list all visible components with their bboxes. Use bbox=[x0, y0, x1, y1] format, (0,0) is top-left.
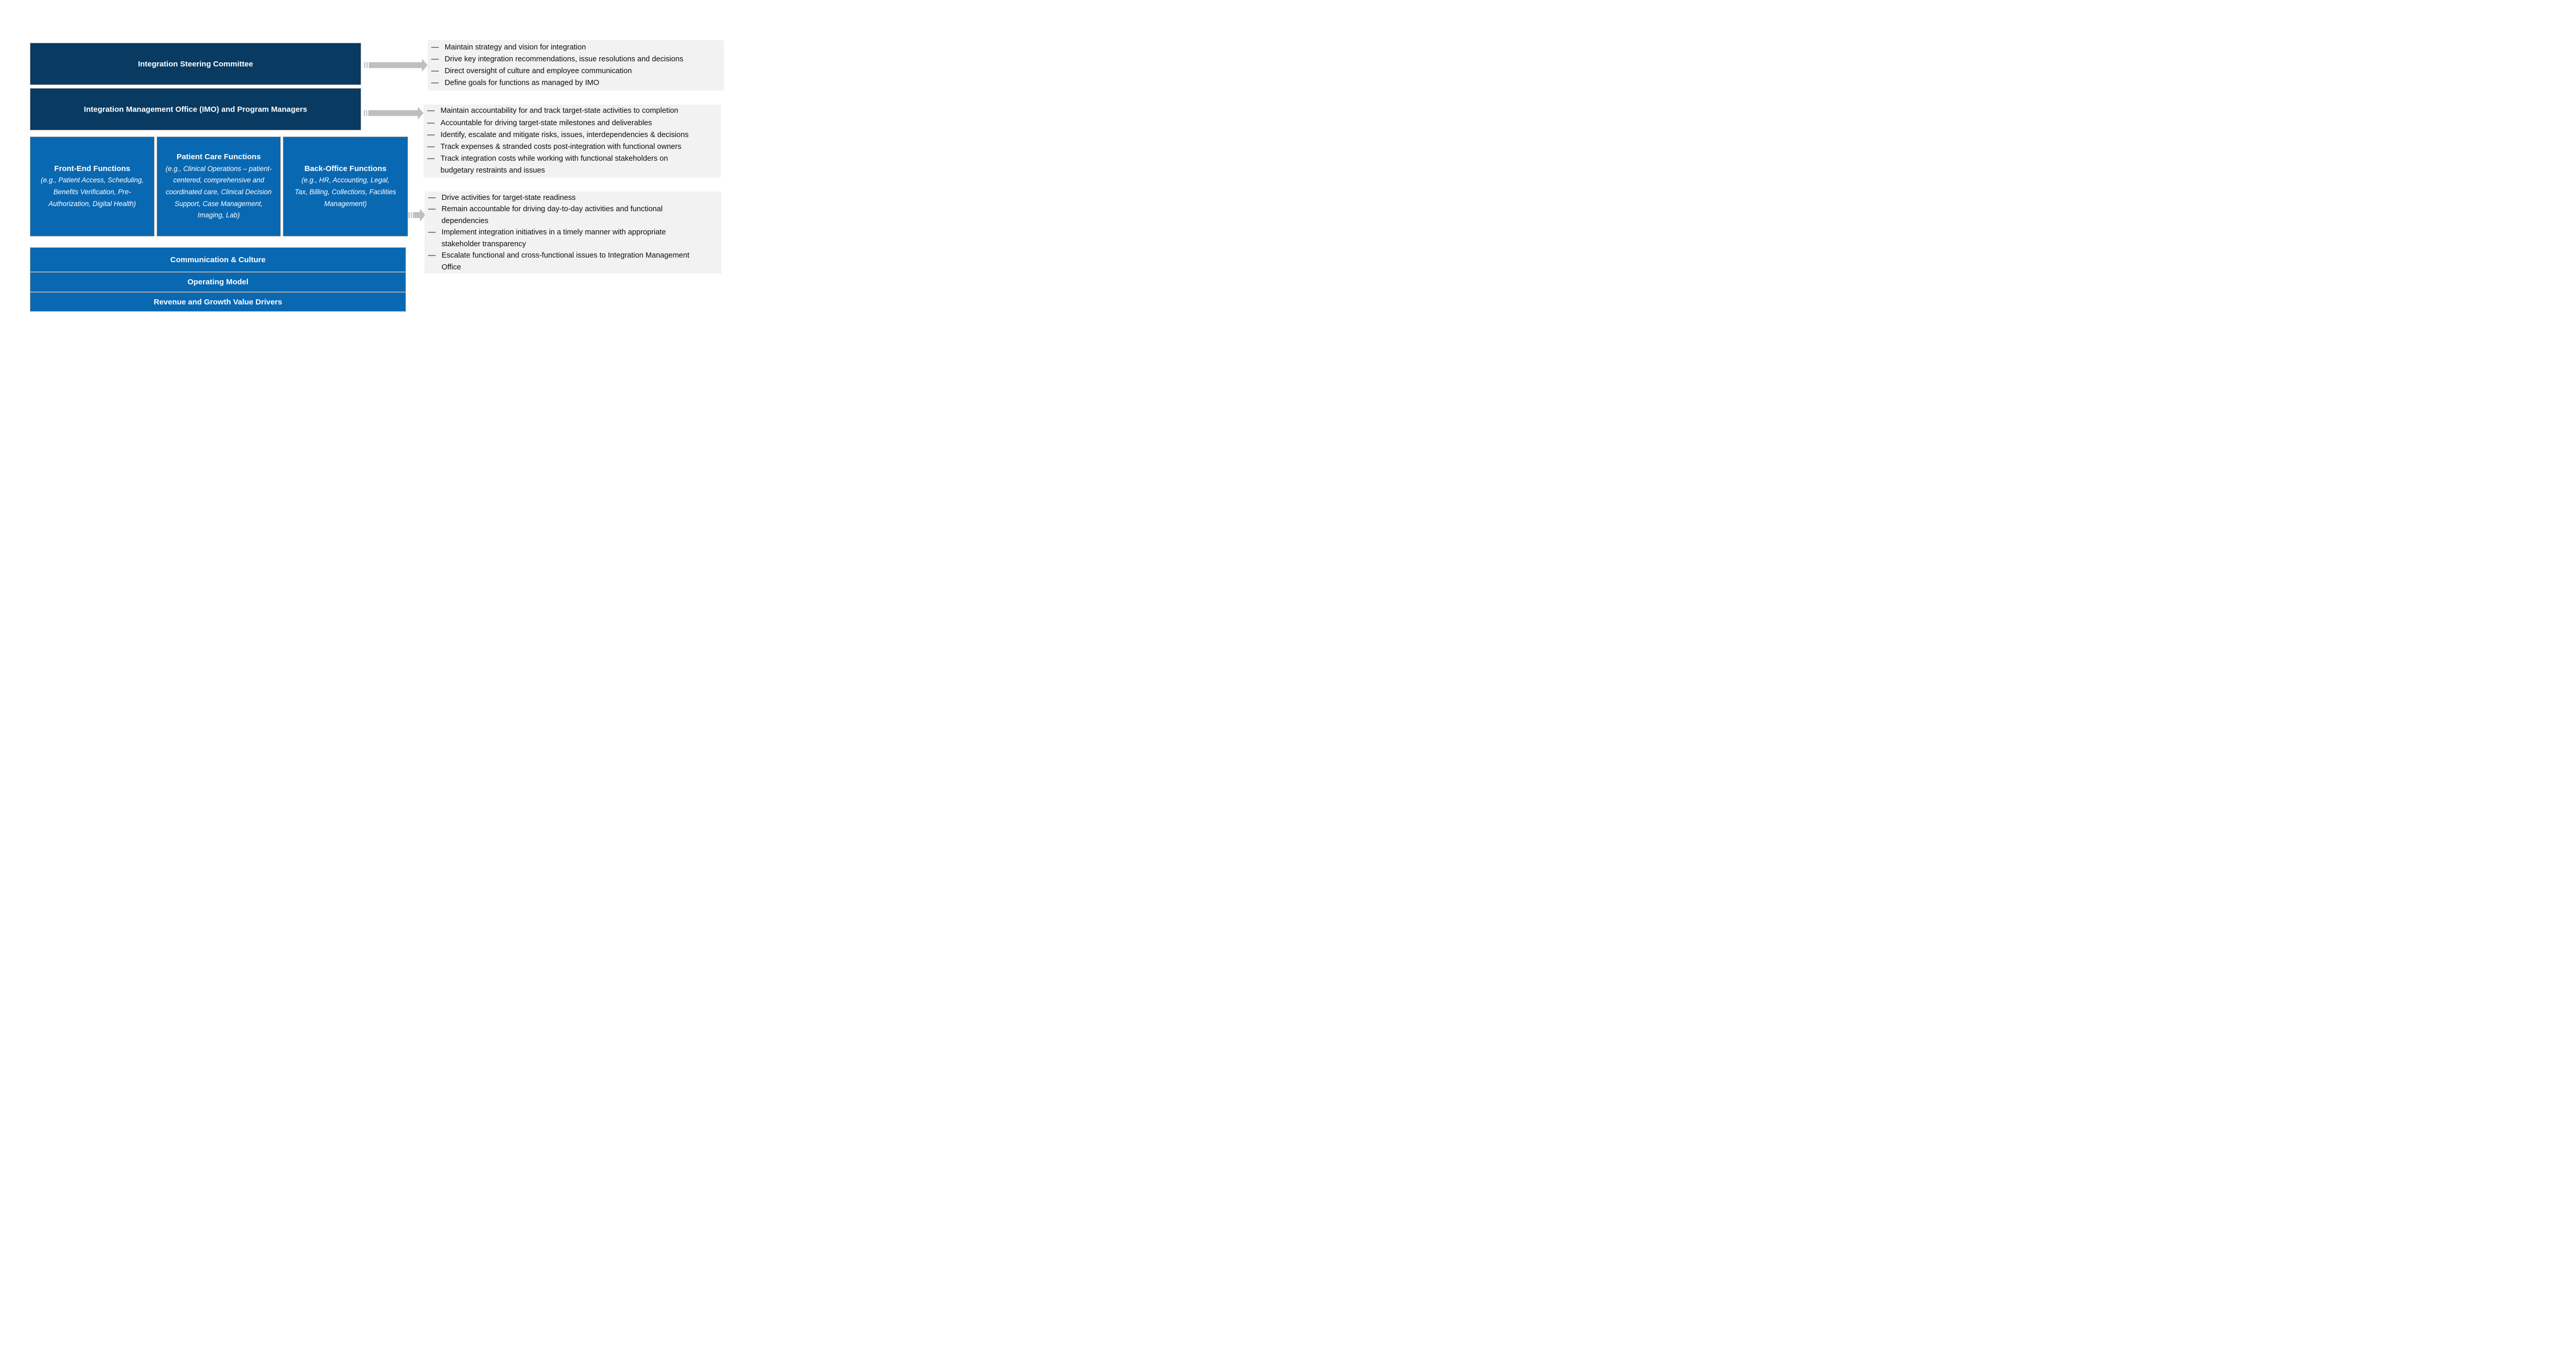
list-item-continuation: Office bbox=[428, 262, 717, 273]
list-item-text: dependencies bbox=[442, 216, 488, 225]
back-office-title: Back-Office Functions bbox=[304, 164, 387, 173]
list-item-continuation: budgetary restraints and issues bbox=[427, 165, 717, 177]
list-item-text: Maintain accountability for and track ta… bbox=[440, 107, 679, 115]
patient-care-title: Patient Care Functions bbox=[176, 152, 261, 161]
list-item: — Accountable for driving target-state m… bbox=[427, 117, 717, 129]
function-box-back-office: Back-Office Functions (e.g., HR, Account… bbox=[283, 137, 408, 236]
list-item: — Escalate functional and cross-function… bbox=[428, 250, 717, 261]
list-item-text: Identify, escalate and mitigate risks, i… bbox=[440, 130, 689, 139]
function-box-front-end: Front-End Functions (e.g., Patient Acces… bbox=[30, 137, 155, 236]
bullet-dash: — bbox=[427, 118, 435, 127]
list-item-text: Define goals for functions as managed by… bbox=[445, 79, 600, 88]
front-end-subtitle-line: Authorization, Digital Health) bbox=[48, 199, 136, 208]
bullet-spacer bbox=[427, 165, 440, 177]
bullet-spacer bbox=[428, 239, 442, 250]
list-item-continuation: dependencies bbox=[428, 215, 717, 227]
bar-label: Communication & Culture bbox=[170, 255, 266, 264]
steering-committee-arrow-icon bbox=[364, 59, 428, 72]
bullet-dash: — bbox=[431, 67, 439, 75]
bullet-dash: — bbox=[428, 228, 436, 237]
patient-care-subtitle-line: coordinated care, Clinical Decision bbox=[165, 188, 272, 196]
bullet-dash: — bbox=[428, 194, 436, 202]
bullet-dash: — bbox=[427, 155, 435, 163]
bullet-dash: — bbox=[428, 205, 436, 214]
function-box-patient-care: Patient Care Functions (e.g., Clinical O… bbox=[157, 137, 281, 236]
foundation-bar-operating-model: Operating Model bbox=[30, 272, 406, 292]
patient-care-subtitle-line: Imaging, Lab) bbox=[197, 211, 240, 219]
bullet-dash: — bbox=[427, 130, 435, 139]
list-item: — Drive key integration recommendations,… bbox=[431, 54, 720, 65]
list-item-text: Drive key integration recommendations, i… bbox=[445, 55, 684, 63]
foundation-bar-communication-culture: Communication & Culture bbox=[30, 247, 406, 272]
steering-committee-box: Integration Steering Committee bbox=[30, 43, 361, 85]
list-item: — Maintain accountability for and track … bbox=[427, 105, 717, 117]
imo-box: Integration Management Office (IMO) and … bbox=[30, 88, 361, 130]
imo-arrow-icon bbox=[364, 107, 423, 120]
list-item: — Implement integration initiatives in a… bbox=[428, 227, 717, 238]
bullet-dash: — bbox=[427, 143, 435, 151]
bullet-spacer bbox=[428, 262, 442, 273]
list-item-text: Implement integration initiatives in a t… bbox=[442, 228, 666, 237]
list-item-text: Escalate functional and cross-functional… bbox=[442, 251, 690, 260]
integration-governance-diagram: Integration Steering Committee Integrati… bbox=[0, 0, 759, 340]
list-item: — Track integration costs while working … bbox=[427, 153, 717, 165]
front-end-title: Front-End Functions bbox=[54, 164, 130, 173]
bullet-dash: — bbox=[431, 55, 439, 63]
list-item: — Direct oversight of culture and employ… bbox=[431, 65, 720, 77]
list-item: — Maintain strategy and vision for integ… bbox=[431, 42, 720, 54]
back-office-subtitle-line: Management) bbox=[324, 199, 367, 208]
list-item-text: Drive activities for target-state readin… bbox=[442, 194, 576, 202]
bar-label: Revenue and Growth Value Drivers bbox=[154, 297, 282, 307]
list-item-text: Accountable for driving target-state mil… bbox=[440, 118, 652, 127]
list-item-text: Track integration costs while working wi… bbox=[440, 155, 668, 163]
list-item-text: Track expenses & stranded costs post-int… bbox=[440, 143, 682, 151]
functions-responsibilities-panel: — Drive activities for target-state read… bbox=[425, 192, 721, 274]
list-item: — Remain accountable for driving day-to-… bbox=[428, 203, 717, 215]
patient-care-subtitle-line: Support, Case Management, bbox=[174, 199, 263, 208]
list-item: — Identify, escalate and mitigate risks,… bbox=[427, 129, 717, 141]
steering-committee-title: Integration Steering Committee bbox=[138, 59, 253, 69]
patient-care-subtitle-line: centered, comprehensive and bbox=[173, 176, 264, 184]
bullet-dash: — bbox=[431, 79, 439, 88]
list-item-text: Remain accountable for driving day-to-da… bbox=[442, 205, 663, 214]
list-item-continuation: stakeholder transparency bbox=[428, 239, 717, 250]
list-item-text: Direct oversight of culture and employee… bbox=[445, 67, 632, 75]
bullet-spacer bbox=[428, 215, 442, 227]
foundation-bar-revenue-growth: Revenue and Growth Value Drivers bbox=[30, 292, 406, 312]
list-item: — Drive activities for target-state read… bbox=[428, 192, 717, 203]
bar-label: Operating Model bbox=[187, 278, 249, 286]
bullet-dash: — bbox=[427, 107, 435, 115]
list-item-text: Office bbox=[442, 263, 461, 271]
list-item-text: budgetary restraints and issues bbox=[440, 166, 545, 175]
imo-title: Integration Management Office (IMO) and … bbox=[83, 105, 308, 114]
bullet-dash: — bbox=[431, 43, 439, 52]
bullet-dash: — bbox=[428, 251, 436, 260]
list-item: — Define goals for functions as managed … bbox=[431, 77, 720, 89]
front-end-subtitle-line: (e.g., Patient Access, Scheduling, bbox=[41, 176, 144, 184]
steering-committee-responsibilities-panel: — Maintain strategy and vision for integ… bbox=[428, 40, 724, 91]
list-item-text: Maintain strategy and vision for integra… bbox=[445, 43, 586, 52]
imo-responsibilities-panel: — Maintain accountability for and track … bbox=[423, 105, 721, 178]
front-end-subtitle-line: Benefits Verification, Pre- bbox=[53, 188, 131, 196]
back-office-subtitle-line: Tax, Billing, Collections, Facilities bbox=[295, 188, 396, 196]
patient-care-subtitle-line: (e.g., Clinical Operations – patient- bbox=[165, 164, 272, 173]
back-office-subtitle-line: (e.g., HR, Accounting, Legal, bbox=[301, 176, 389, 184]
functions-arrow-icon bbox=[409, 209, 426, 222]
list-item-text: stakeholder transparency bbox=[442, 240, 526, 248]
list-item: — Track expenses & stranded costs post-i… bbox=[427, 141, 717, 153]
